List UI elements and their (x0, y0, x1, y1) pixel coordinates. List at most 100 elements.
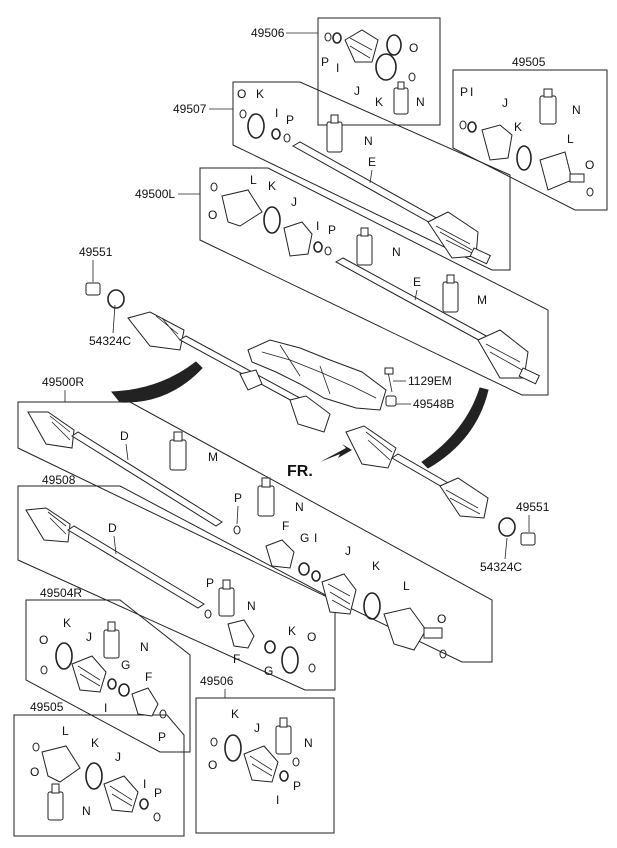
part-letter-label: I (470, 85, 473, 99)
callout-54324C-bot: 54324C (480, 537, 522, 574)
left-outer-joint (127, 311, 185, 351)
part-letter-label: P (154, 786, 162, 800)
part-letter-label: O (585, 158, 594, 172)
left-inner-joint (289, 395, 331, 433)
grease-tube-part (326, 121, 343, 153)
grease-tube-part (103, 629, 120, 659)
callout-49507: 49507 (173, 102, 233, 116)
kit-49500R-parts: D M P N F G I J K L O (27, 411, 447, 659)
grease-tube-part (356, 234, 373, 266)
part-letter-label: L (403, 579, 410, 593)
grease-tube-part (169, 439, 187, 471)
part-number-49505-top: 49505 (512, 55, 546, 69)
part-letter-label: O (307, 630, 316, 644)
part-number-49506-top: 49506 (251, 26, 285, 40)
part-letter-label: K (231, 707, 239, 721)
boot-part (283, 221, 313, 257)
part-letter-label: I (104, 701, 107, 715)
part-letter-label: J (354, 84, 360, 98)
callout-49505-top: 49505 (512, 55, 546, 69)
front-direction-label: FR. (287, 463, 313, 480)
grease-tube-part (539, 95, 557, 125)
part-letter-label: O (437, 612, 446, 626)
part-letter-label: N (416, 95, 425, 109)
part-letter-label: N (392, 245, 401, 259)
k-clamp-part (386, 34, 402, 56)
part-number-49500R: 49500R (42, 375, 84, 389)
callout-1129EM: 1129EM (393, 374, 452, 388)
o-ring-part (324, 32, 332, 42)
part-letter-label: L (567, 132, 574, 146)
part-number-49504R: 49504R (40, 586, 82, 600)
part-number-54324C-top: 54324C (89, 334, 131, 348)
callout-49548B: 49548B (395, 397, 454, 411)
nut-49551-top (85, 282, 101, 296)
part-letter-label: K (288, 624, 296, 638)
grease-tube-cap-part (397, 81, 405, 90)
callout-49500L: 49500L (135, 187, 200, 201)
callout-49551-top: 49551 (79, 245, 113, 282)
joint-boot-part (477, 329, 529, 379)
nut-49551-bot (520, 532, 536, 546)
tripod-housing-part (265, 539, 295, 569)
part-letter-label: I (336, 61, 339, 75)
outer-joint-part (539, 151, 573, 191)
curved-arrow-right (421, 387, 489, 469)
part-number-49508: 49508 (42, 473, 76, 487)
part-letter-label: N (364, 134, 373, 148)
part-letter-label: N (304, 736, 313, 750)
part-letter-label: F (145, 670, 152, 684)
kit-box-49505-top (452, 69, 608, 211)
kit-box-49500L (199, 167, 549, 396)
o-ring-part (408, 72, 416, 82)
part-letter-label: K (514, 120, 522, 134)
callout-49500R: 49500R (42, 375, 84, 402)
callout-49551-bot: 49551 (516, 500, 550, 532)
grease-tube-part (47, 791, 64, 821)
front-direction-arrow (320, 444, 352, 462)
part-number-1129EM: 1129EM (408, 374, 452, 388)
kit-box-49506-bot (195, 697, 335, 834)
part-letter-label: J (115, 750, 121, 764)
kit-49508-parts: D P N F G K O (25, 507, 316, 678)
part-letter-label: I (316, 219, 319, 233)
part-letter-label: D (120, 429, 129, 443)
kit-box-49507 (232, 81, 511, 271)
grease-tube-part (257, 485, 275, 517)
grease-tube-part (218, 587, 235, 617)
part-letter-label: N (295, 500, 304, 514)
part-number-49551-top: 49551 (79, 245, 113, 259)
kit-box-49506-top (317, 17, 441, 126)
part-number-49505-bot: 49505 (30, 700, 64, 714)
clamp-large-part (375, 53, 397, 81)
part-letter-label: E (368, 155, 376, 169)
part-letter-label: J (254, 721, 260, 735)
part-letter-label: K (91, 736, 99, 750)
part-letter-label: P (234, 491, 242, 505)
part-letter-label: M (208, 450, 218, 464)
part-letter-label: P (293, 779, 301, 793)
boot-part (103, 775, 139, 813)
tripod-housing-part (227, 619, 255, 649)
part-letter-label: J (345, 544, 351, 558)
part-letter-label: P (158, 730, 166, 744)
part-letter-label: K (63, 616, 71, 630)
part-number-49507: 49507 (173, 102, 207, 116)
callout-49508: 49508 (42, 473, 76, 487)
part-letter-label: P (328, 223, 336, 237)
grease-tube-part (275, 725, 292, 755)
kit-49505-bot-parts: O L K J N I P (30, 724, 162, 822)
part-letter-label: N (140, 640, 149, 654)
crossmember-bracket (247, 339, 387, 411)
kit-49506-top-parts: P I J K O N (321, 29, 425, 115)
part-letter-label: I (275, 106, 278, 120)
part-letter-label: F (233, 652, 240, 666)
outer-joint-part (41, 745, 81, 783)
part-letter-label: I (276, 793, 279, 807)
part-letter-label: G (300, 531, 309, 545)
inner-joint-part (383, 607, 427, 651)
part-letter-label: P (286, 113, 294, 127)
drive-shaft-e (291, 141, 441, 226)
part-letter-label: O (409, 41, 418, 55)
part-letter-label: I (143, 777, 146, 791)
